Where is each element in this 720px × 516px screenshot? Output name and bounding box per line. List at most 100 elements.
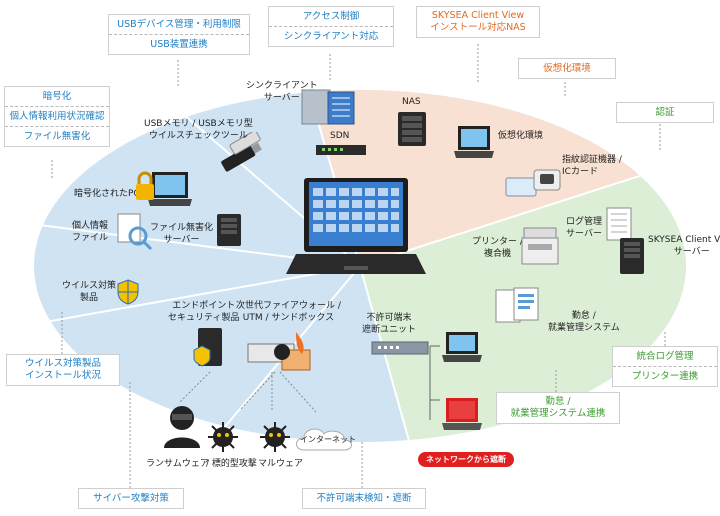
thin-client-server-line2: サーバー — [263, 93, 300, 103]
virtual-pc-icon — [454, 126, 494, 158]
virtual-env-box: 仮想化環境 — [518, 58, 616, 79]
magnifier-file-icon — [117, 213, 153, 251]
file-sanitize-server-line2: サーバー — [163, 235, 200, 245]
nas-support-box: SKYSEA Client View インストール対応NAS — [416, 6, 540, 38]
printer-link-label: プリンター連携 — [613, 366, 717, 386]
blocked-laptop-icon — [442, 398, 482, 430]
cyber-attack-box: サイバー攻撃対策 — [78, 488, 184, 509]
auth-title: 認証 — [655, 107, 675, 118]
central-laptop-icon — [286, 178, 426, 274]
attendance-line1: 勤怠 / — [571, 311, 596, 321]
file-sanitize-server-icon — [217, 214, 241, 246]
auth-box: 認証 — [616, 102, 714, 123]
virtual-env-title: 仮想化環境 — [543, 63, 591, 74]
antivirus-line1: ウイルス対策 — [62, 281, 117, 291]
thin-client-server-label: シンクライアント サーバー — [246, 80, 318, 104]
usb-memory-label: USBメモリ / USBメモリ型 ウイルスチェックツール — [144, 118, 253, 142]
malware-label: マルウェア — [258, 459, 304, 469]
attendance-label: 勤怠 / 就業管理システム — [548, 310, 620, 334]
attendance-label: 勤怠 / — [545, 396, 571, 407]
usb-memory-line2: ウイルスチェックツール — [148, 131, 248, 141]
access-control-box: アクセス制御 シンクライアント対応 — [268, 6, 394, 47]
endpoint-line2: セキュリティ製品 — [168, 313, 240, 323]
skysea-server-line1: SKYSEA Client View — [648, 235, 720, 245]
malware-icon — [260, 422, 290, 452]
log-server-icon — [606, 207, 632, 241]
endpoint-line1: エンドポイント — [172, 301, 236, 311]
attendance-system-label: 就業管理システム連携 — [510, 408, 606, 419]
log-server-line1: ログ管理 — [566, 217, 603, 227]
attendance-link-box: 勤怠 / 就業管理システム連携 — [496, 392, 620, 424]
personal-file-line2: ファイル — [72, 233, 109, 243]
firewall-appliance-icon — [247, 332, 311, 371]
nas-product-label: SKYSEA Client View — [431, 10, 525, 21]
shield-icon — [117, 279, 139, 305]
encryption-box: 暗号化 個人情報利用状況確認 ファイル無害化 — [4, 86, 110, 147]
ransomware-label: ランサムウェア — [146, 459, 209, 469]
log-integration-box: 統合ログ管理 プリンター連携 — [612, 346, 718, 387]
attendance-docs-icon — [495, 287, 539, 323]
skysea-server-label: SKYSEA Client View サーバー — [648, 234, 720, 258]
unauth-unit-line1: 不許可端末 — [366, 313, 412, 323]
personal-file-label: 個人情報 ファイル — [72, 220, 108, 244]
usb-device-label: USBデバイス管理・利用制限 — [117, 19, 241, 30]
unauth-device-box: 不許可端末検知・遮断 — [302, 488, 426, 509]
encrypted-pc-label: 暗号化されたPC — [74, 189, 140, 199]
file-sanitize-server-label: ファイル無害化 サーバー — [150, 222, 213, 246]
personal-info-check-label: 個人情報利用状況確認 — [5, 106, 109, 126]
encrypted-pc-icon — [136, 171, 192, 206]
skysea-server-icon — [620, 238, 644, 274]
unauth-unit-label: 不許可端末 遮断ユニット — [362, 312, 416, 336]
antivirus-status-box: ウイルス対策製品 インストール状況 — [6, 354, 120, 386]
usb-memory-line1: USBメモリ / USBメモリ型 — [144, 119, 253, 129]
network-block-badge: ネットワークから遮断 — [418, 452, 514, 467]
file-sanitize-label: ファイル無害化 — [5, 126, 109, 146]
access-control-label: アクセス制御 — [302, 11, 360, 22]
skysea-server-line2: サーバー — [673, 247, 710, 257]
antivirus-install-label: インストール状況 — [25, 370, 101, 381]
virus-icon — [208, 422, 238, 452]
printer-icon — [521, 227, 559, 265]
printer-line1: プリンター / — [472, 237, 523, 247]
targeted-attack-label: / 標的型攻撃 — [206, 459, 257, 469]
internet-label: インターネット — [300, 435, 356, 444]
unauth-device-label: 不許可端末検知・遮断 — [316, 493, 412, 504]
printer-line2: 複合機 — [483, 249, 511, 259]
fingerprint-label: 指紋認証機器 / ICカード — [562, 154, 622, 178]
file-sanitize-server-line1: ファイル無害化 — [150, 223, 214, 233]
log-server-line2: サーバー — [566, 229, 602, 239]
antivirus-product-label: ウイルス対策製品 — [24, 358, 101, 369]
sdn-switch-icon — [316, 145, 366, 155]
sdn-label: SDN — [330, 131, 350, 141]
encryption-label: 暗号化 — [42, 91, 72, 102]
nas-icon — [398, 112, 426, 146]
ngfw-label: 次世代ファイアウォール / UTM / サンドボックス — [236, 300, 341, 324]
ngfw-line1: 次世代ファイアウォール / — [236, 301, 341, 311]
cyber-attack-label: サイバー攻撃対策 — [93, 493, 169, 504]
thin-client-server-line1: シンクライアント — [246, 81, 318, 91]
printer-label: プリンター / 複合機 — [472, 236, 523, 260]
endpoint-server-icon — [193, 328, 222, 367]
attacker-icon — [164, 406, 200, 448]
usb-device-link-label: USB装置連携 — [109, 34, 249, 54]
virtual-env-label: 仮想化環境 — [498, 131, 544, 141]
personal-file-line1: 個人情報 — [72, 221, 109, 231]
attendance-line2: 就業管理システム — [548, 323, 620, 333]
ngfw-line2: UTM / サンドボックス — [242, 313, 335, 323]
fingerprint-device-icon — [505, 169, 561, 197]
usb-memory-icon — [221, 132, 262, 172]
network-laptop-icon — [442, 332, 482, 362]
block-unit-icon — [371, 341, 429, 355]
antivirus-label: ウイルス対策 製品 — [62, 280, 116, 304]
endpoint-label: エンドポイント セキュリティ製品 — [168, 300, 239, 324]
log-server-label: ログ管理 サーバー — [566, 216, 602, 240]
nas-install-label: インストール対応NAS — [430, 22, 526, 33]
fingerprint-line2: ICカード — [562, 167, 598, 177]
integrated-log-label: 統合ログ管理 — [636, 351, 694, 362]
internet-cloud-icon — [296, 428, 352, 451]
usb-management-box: USBデバイス管理・利用制限 USB装置連携 — [108, 14, 250, 55]
thin-client-support-label: シンクライアント対応 — [269, 26, 393, 46]
nas-label: NAS — [402, 97, 421, 107]
thin-client-server-icon — [301, 89, 355, 125]
